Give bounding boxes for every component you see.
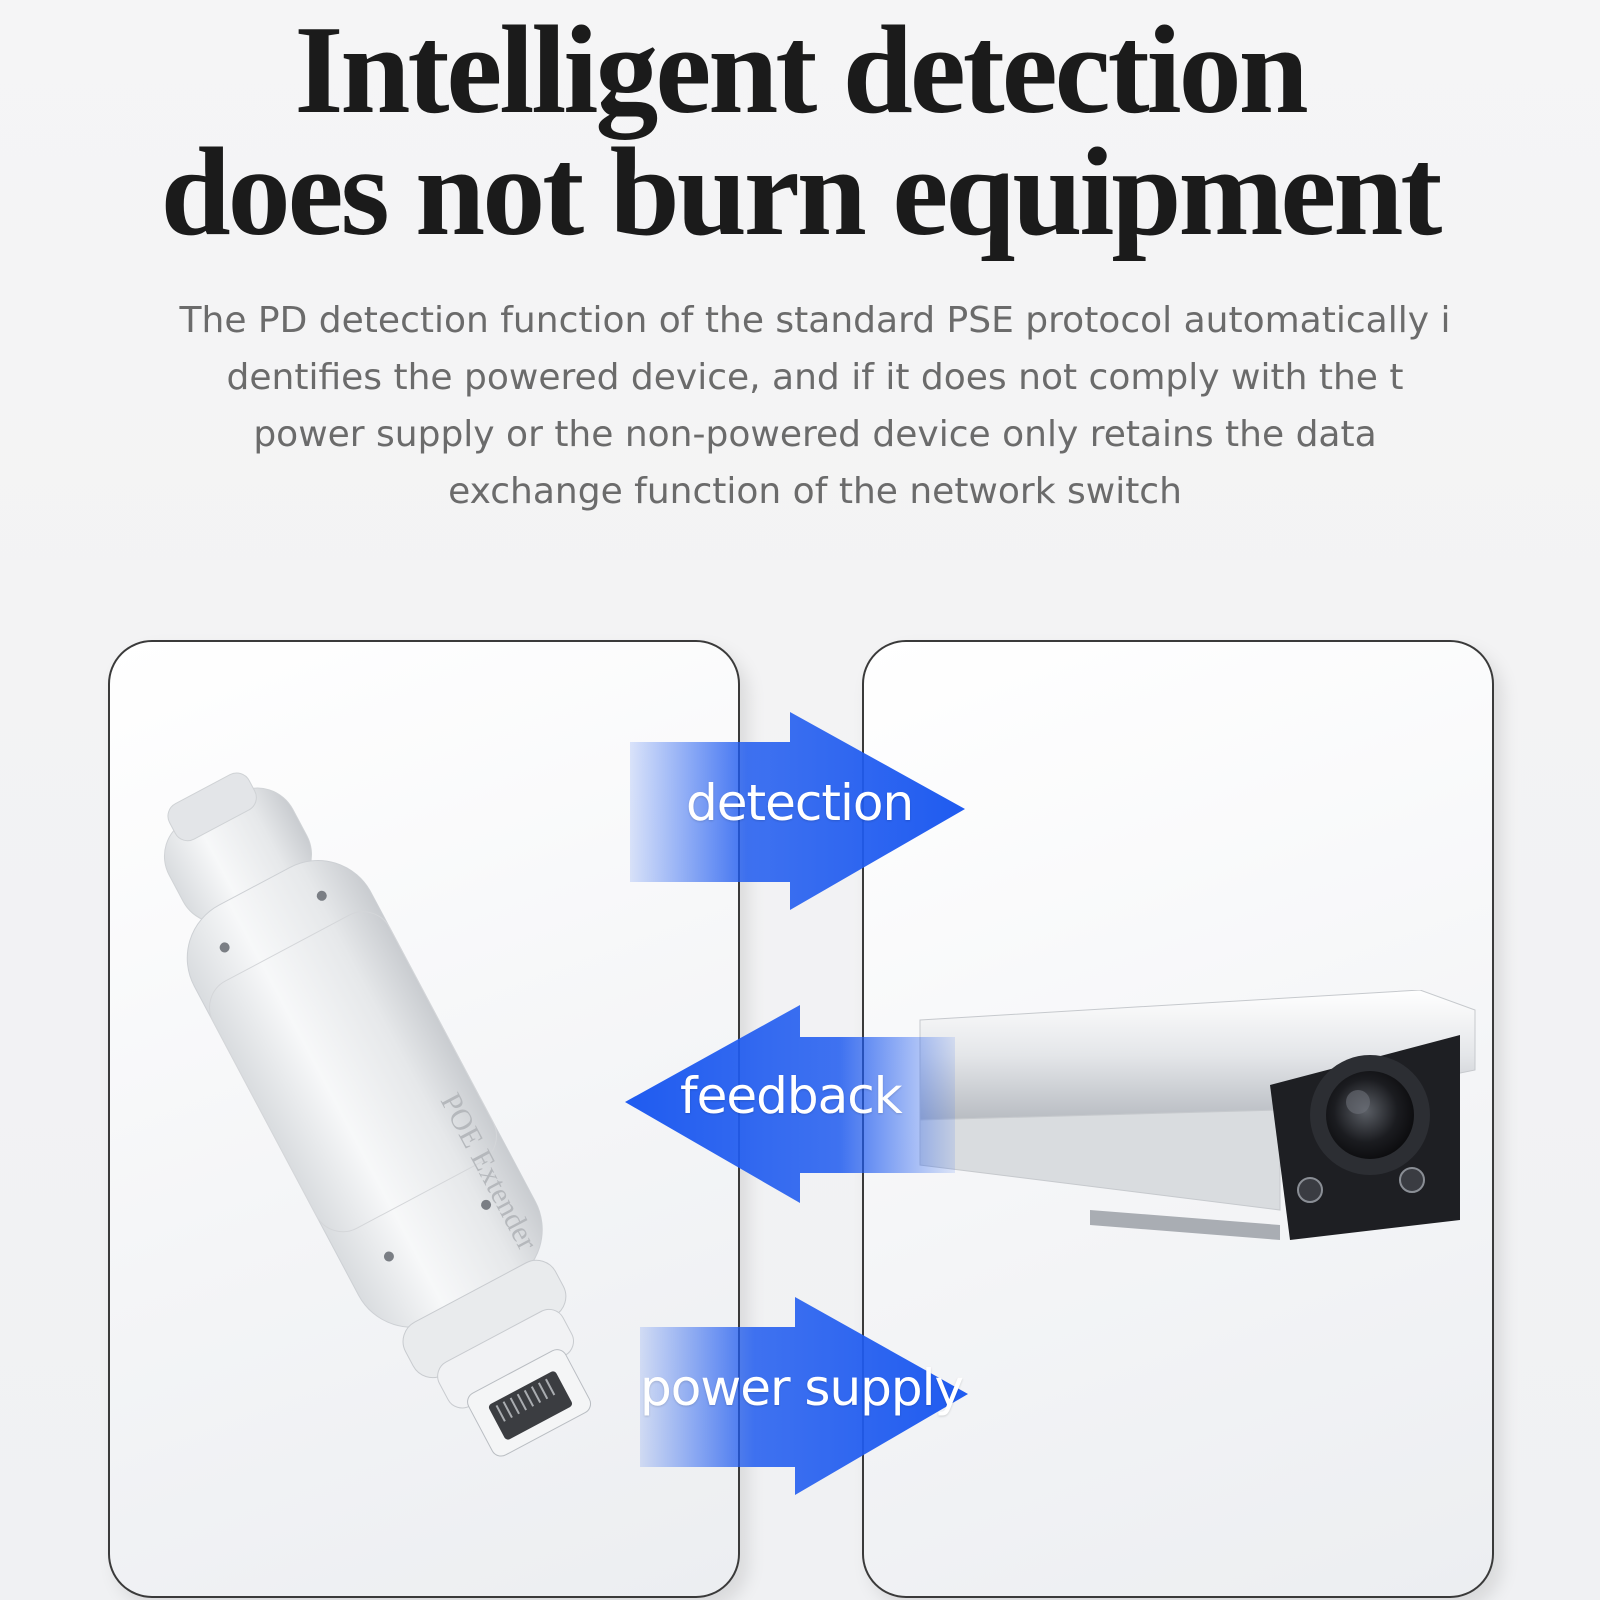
- arrow-left-icon: [625, 1005, 955, 1203]
- power-supply-arrow: power supply: [640, 1297, 970, 1497]
- headline-line-2: does not burn equipment: [160, 123, 1443, 262]
- headline-line-1: Intelligent detection: [294, 1, 1308, 140]
- detection-arrow: detection: [630, 712, 970, 912]
- poe-extender-image: POE Extender: [110, 770, 670, 1470]
- camera-illustration: [919, 989, 1476, 1240]
- description-line: dentifies the powered device, and if it …: [226, 357, 1404, 398]
- arrow-right-icon: [630, 712, 965, 910]
- arrow-right-icon: [640, 1297, 968, 1495]
- power-supply-label: power supply: [640, 1359, 964, 1417]
- detection-label: detection: [686, 774, 914, 832]
- description-text: The PD detection function of the standar…: [150, 292, 1480, 520]
- camera-image: [900, 989, 1490, 1270]
- page-headline: Intelligent detection does not burn equi…: [0, 1, 1600, 262]
- description-line: exchange function of the network switch: [448, 471, 1182, 512]
- feedback-arrow: feedback: [625, 1005, 955, 1205]
- description-line: power supply or the non-powered device o…: [253, 414, 1377, 455]
- poe-extender-illustration: POE Extender: [163, 772, 592, 1457]
- description-line: The PD detection function of the standar…: [179, 300, 1451, 341]
- feedback-label: feedback: [680, 1067, 903, 1125]
